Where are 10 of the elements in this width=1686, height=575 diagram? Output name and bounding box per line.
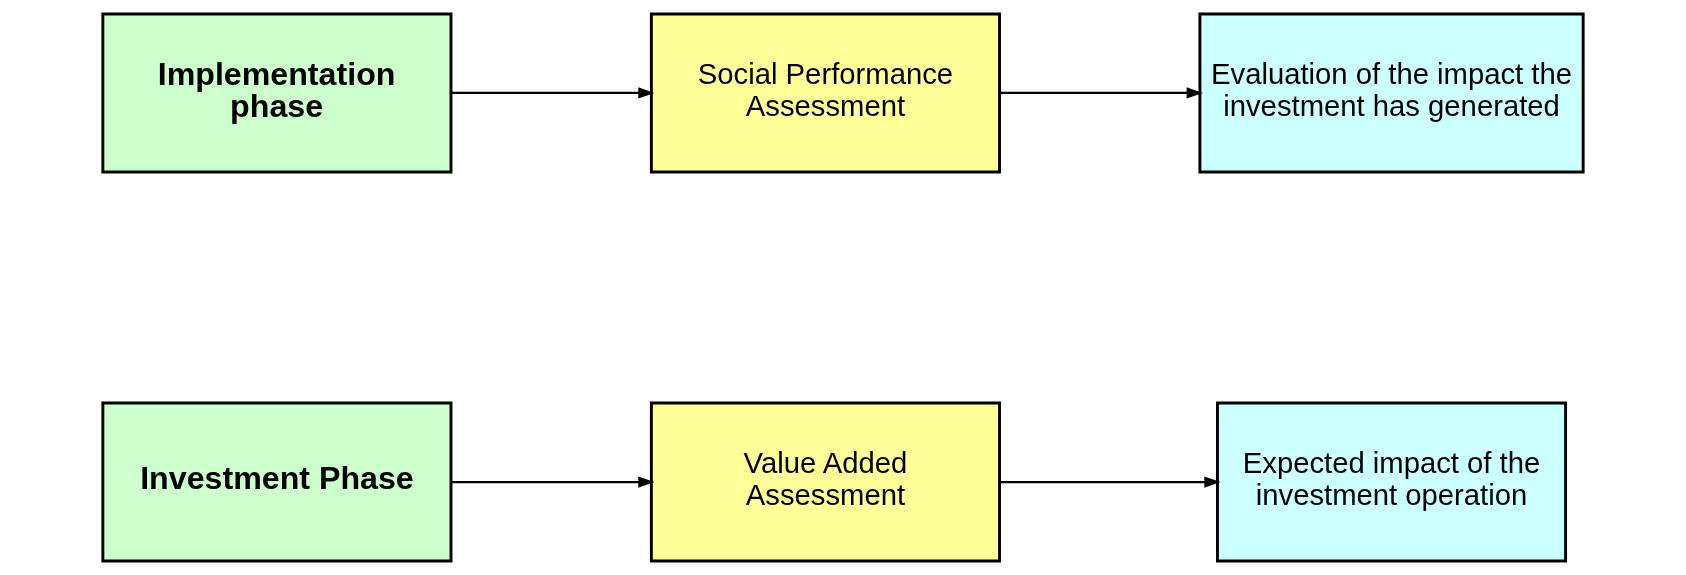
arrow bbox=[451, 476, 655, 488]
node-box: Implementation phase bbox=[101, 12, 453, 174]
node-box: Social Performance Assessment bbox=[649, 12, 1001, 174]
node-box: Value Added Assessment bbox=[649, 401, 1001, 563]
node-box: Expected impact of the investment operation bbox=[1216, 401, 1568, 563]
arrow bbox=[451, 87, 655, 99]
node-box: Evaluation of the impact the investment has generated bbox=[1198, 12, 1585, 174]
arrow bbox=[999, 476, 1221, 488]
arrow bbox=[999, 87, 1203, 99]
node-box: Investment Phase bbox=[101, 401, 453, 563]
